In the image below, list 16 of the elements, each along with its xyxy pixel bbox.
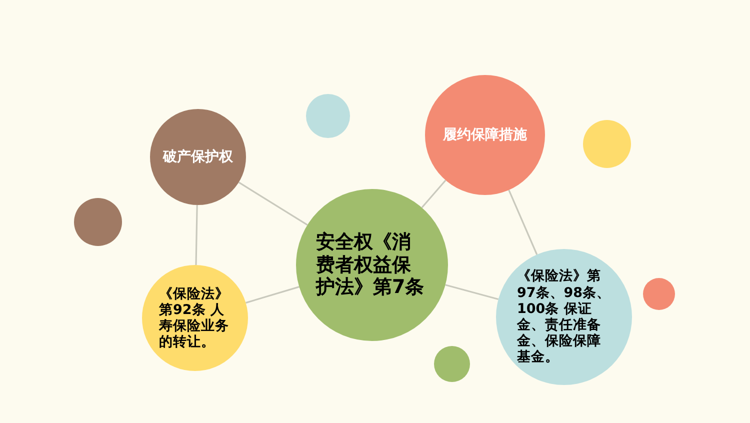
connector-line bbox=[508, 190, 538, 255]
connector-line bbox=[445, 284, 499, 300]
bubble-label: 安全权《消费者权益保护法》第7条 bbox=[316, 230, 426, 300]
connector-line bbox=[195, 204, 198, 266]
bubble bbox=[434, 346, 470, 382]
bubble-label: 破产保护权 bbox=[162, 148, 234, 166]
connector-line bbox=[421, 180, 446, 208]
bubble bbox=[583, 120, 631, 168]
bubble-label: 《保险法》第97条、98条、100条 保证金、责任准备金、保险保障基金。 bbox=[517, 268, 611, 366]
bubble bbox=[306, 94, 350, 138]
bubble-label: 履约保障措施 bbox=[442, 126, 528, 144]
connector-line bbox=[238, 182, 308, 226]
connector-line bbox=[246, 286, 300, 304]
bubble bbox=[74, 198, 122, 246]
bubble bbox=[643, 278, 675, 310]
bubble-label: 《保险法》第92条 人寿保险业务的转让。 bbox=[159, 286, 230, 350]
